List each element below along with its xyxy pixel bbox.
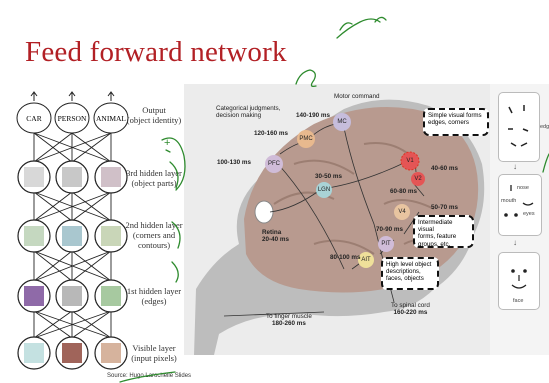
categorical-label: Categorical judgments,decision making <box>216 105 280 120</box>
v2-label: V2 <box>409 176 427 182</box>
pmc-label: PMC <box>297 136 315 142</box>
feature-patch <box>24 343 44 363</box>
pfc-label: PFC <box>265 161 283 167</box>
v4-label: V4 <box>393 209 411 215</box>
feature-patch <box>24 286 44 306</box>
down-arrow-icon: ↓ <box>513 162 517 171</box>
face-label: face <box>513 298 523 304</box>
feature-patch <box>101 286 121 306</box>
output-arrow <box>108 92 114 101</box>
lgn-label: LGN <box>315 187 333 193</box>
pfc-timing: 100-130 ms <box>217 159 251 166</box>
output-node-label: ANIMAL <box>96 114 126 123</box>
output-arrow <box>31 92 37 101</box>
feature-patch <box>24 226 44 246</box>
feature-patch <box>62 226 82 246</box>
output-node-label: PERSON <box>58 114 87 123</box>
pit-timing: 70-90 ms <box>376 226 403 233</box>
feature-patch <box>101 343 121 363</box>
parts-box: nose mouth eyes <box>498 174 542 236</box>
hidden1-layer-label: 1st hidden layer(edges) <box>124 286 184 306</box>
face-box: face <box>498 252 540 310</box>
edges-box <box>498 92 540 162</box>
motor-label: Motor command <box>334 93 380 100</box>
feature-patch <box>101 167 121 187</box>
v4-timing: 60-80 ms <box>390 188 417 195</box>
visible-layer-label: Visible layer(input pixels) <box>124 343 184 363</box>
hidden3-layer-label: 3rd hidden layer(object parts) <box>124 168 184 188</box>
mc-label: MC <box>333 119 351 125</box>
v1-label: V1 <box>401 158 419 164</box>
v2-timing: 50-70 ms <box>431 204 458 211</box>
face-parts-panel: edg ↓ nose mouth eyes ↓ face <box>490 84 549 355</box>
brain-visual-pathway-panel: Categorical judgments,decision making Mo… <box>184 84 490 355</box>
feature-patch <box>62 343 82 363</box>
source-citation: Source: Hugo Larochelle Slides <box>107 373 191 379</box>
network-diagram: CAR PERSON ANIMAL <box>0 0 184 383</box>
edges-label: edg <box>540 124 549 130</box>
feature-patch <box>101 226 121 246</box>
output-layer-label: Output(object identity) <box>124 105 184 125</box>
pfc-pmc-timing: 120-160 ms <box>254 130 288 137</box>
pmc-timing: 140-190 ms <box>296 112 330 119</box>
edge-strokes <box>499 93 539 161</box>
output-node-label: CAR <box>26 114 41 123</box>
parts-strokes <box>499 175 541 235</box>
feature-patch <box>62 286 82 306</box>
v1-timing: 40-60 ms <box>431 165 458 172</box>
output-arrow <box>69 92 75 101</box>
feature-patch <box>62 167 82 187</box>
down-arrow-icon-2: ↓ <box>513 238 517 247</box>
ait-label: AIT <box>357 257 375 263</box>
feature-patch <box>24 167 44 187</box>
ait-timing: 80-100 ms <box>330 254 360 261</box>
pit-label: PIT <box>377 241 395 247</box>
lgn-timing: 30-50 ms <box>315 173 342 180</box>
